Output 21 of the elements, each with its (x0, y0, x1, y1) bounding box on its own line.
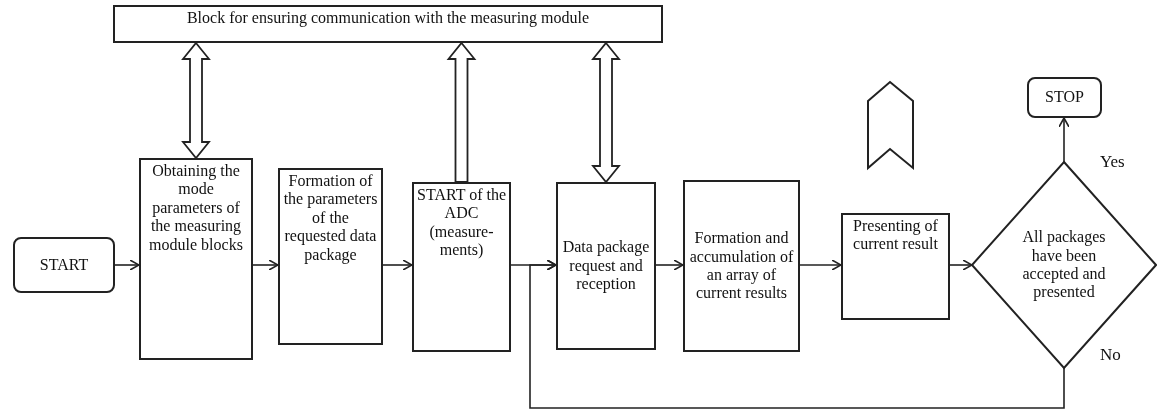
process-box: START of the ADC (measure-ments) (412, 182, 511, 352)
process-box: Obtaining the mode parameters of the measuring module blocks (139, 158, 253, 360)
arrow (529, 259, 1065, 409)
double-block-arrow (591, 41, 621, 184)
process-box: Formation of the parameters of the requested data package (278, 168, 383, 345)
process-box: Presenting of current result (841, 213, 950, 320)
arrow (799, 259, 842, 271)
arrow (382, 259, 413, 271)
block-arrow (446, 41, 477, 183)
double-block-arrow (181, 41, 211, 160)
arrow (1058, 117, 1070, 163)
arrow (114, 259, 140, 271)
terminal-box: START (13, 237, 115, 293)
process-box: Block for ensuring communication with the measuring module (113, 5, 663, 43)
terminal-box: STOP (1027, 77, 1102, 118)
process-box: Data package request and reception (556, 182, 656, 350)
arrow (655, 259, 684, 271)
decision-text: All packages have been accepted and presented (1021, 227, 1107, 303)
arrow (949, 259, 973, 271)
process-box: Formation and accumulation of an array of current results (683, 180, 800, 352)
arrow (252, 259, 279, 271)
